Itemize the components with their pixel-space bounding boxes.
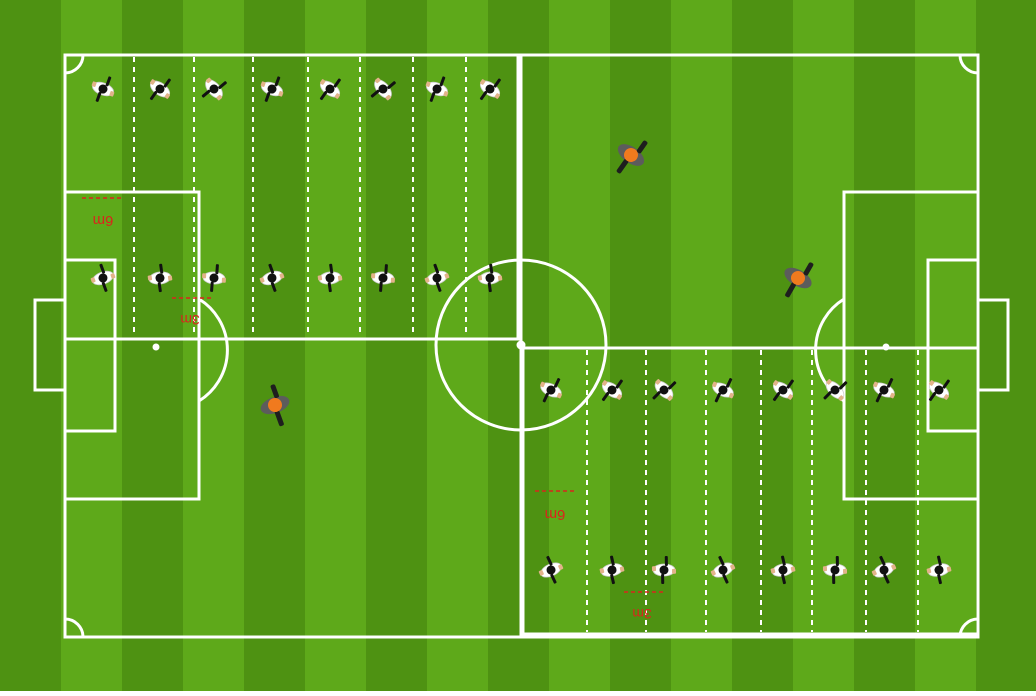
grass-stripe	[122, 0, 183, 691]
grass-stripe	[732, 0, 793, 691]
grass-stripe	[61, 0, 122, 691]
zone-width-label-right: 6m	[545, 506, 566, 523]
grass-stripe	[915, 0, 976, 691]
grass-stripe	[244, 0, 305, 691]
grass-stripe	[976, 0, 1036, 691]
grass-stripe	[610, 0, 671, 691]
grass-stripe	[183, 0, 244, 691]
grass-stripe	[549, 0, 610, 691]
grass-stripe	[305, 0, 366, 691]
gap-label-left: 3m	[180, 312, 199, 328]
grass-stripe	[671, 0, 732, 691]
grass-stripe	[366, 0, 427, 691]
grass-stripe	[0, 0, 61, 691]
left-penalty-spot	[153, 344, 160, 351]
gap-label-right: 3m	[632, 606, 651, 622]
zone-width-label-left: 6m	[93, 212, 114, 229]
